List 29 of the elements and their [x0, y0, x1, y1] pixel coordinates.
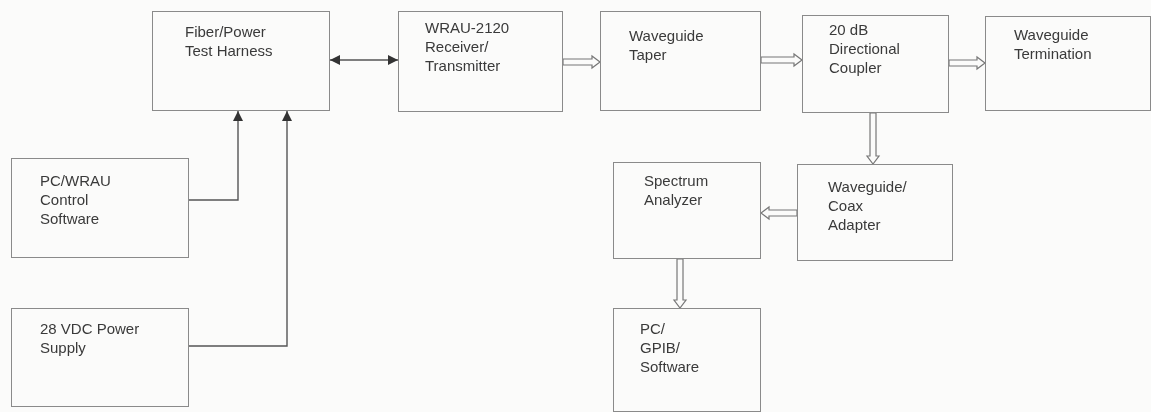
box-label: Waveguide/ Coax Adapter — [828, 177, 908, 234]
box-label: 28 VDC Power Supply — [40, 319, 140, 357]
process-box — [613, 308, 761, 412]
hollow-arrow — [948, 55, 986, 71]
process-box — [797, 164, 953, 261]
arrow — [188, 110, 292, 347]
box-label: Waveguide Termination — [1014, 25, 1093, 63]
process-box — [613, 162, 761, 259]
hollow-arrow — [760, 205, 798, 221]
process-box — [152, 11, 330, 111]
hollow-arrow — [865, 112, 881, 165]
box-label: PC/ GPIB/ Software — [640, 319, 701, 376]
box-label: PC/WRAU Control Software — [40, 171, 112, 228]
process-box — [398, 11, 563, 112]
arrow — [188, 110, 243, 201]
box-label: WRAU-2120 Receiver/ Transmitter — [425, 18, 511, 75]
arrow — [329, 55, 399, 65]
process-box — [11, 158, 189, 258]
hollow-arrow — [760, 52, 803, 68]
process-box — [11, 308, 189, 407]
box-label: 20 dB Directional Coupler — [829, 20, 901, 77]
process-box — [802, 15, 949, 113]
process-box — [600, 11, 761, 111]
box-label: Fiber/Power Test Harness — [185, 22, 274, 60]
hollow-arrow — [672, 258, 688, 309]
hollow-arrow — [562, 54, 601, 70]
box-label: Spectrum Analyzer — [644, 171, 710, 209]
box-label: Waveguide Taper — [629, 26, 705, 64]
process-box — [985, 16, 1151, 111]
